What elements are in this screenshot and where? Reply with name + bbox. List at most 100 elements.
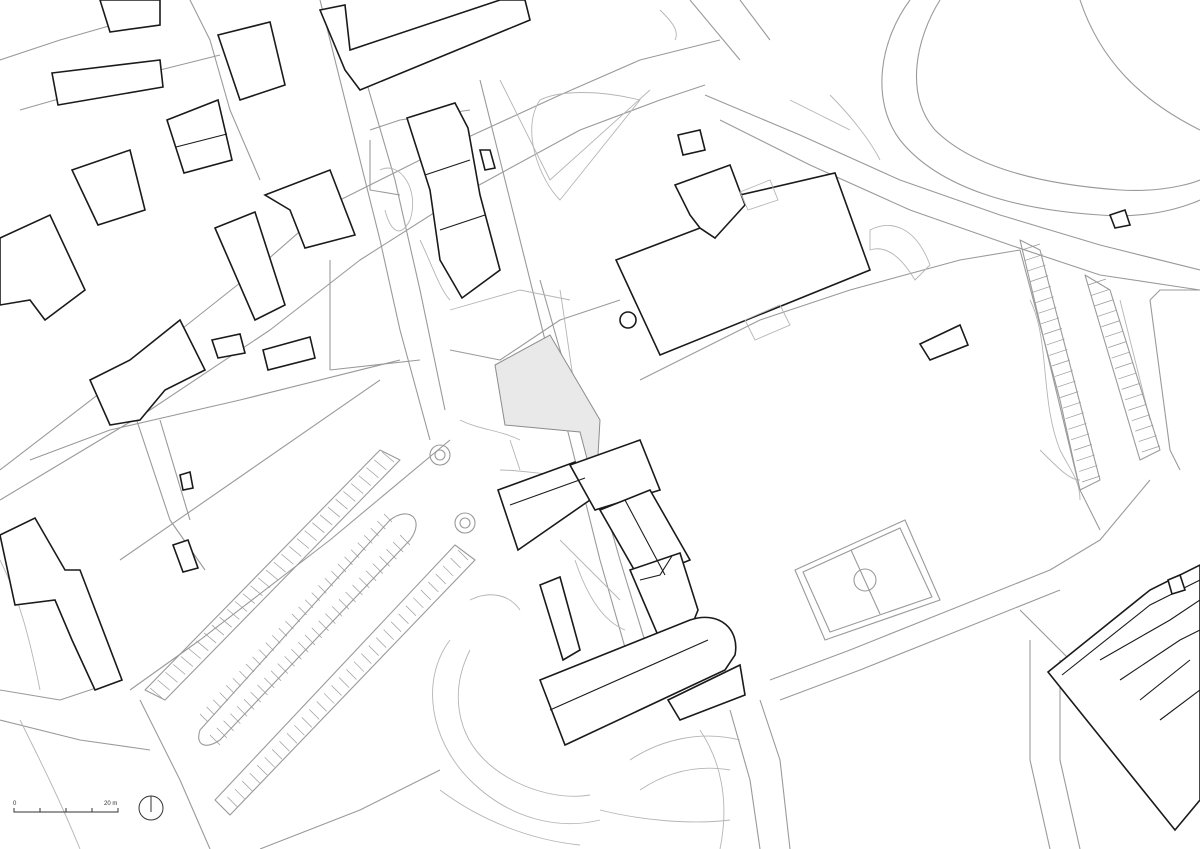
- parking-stall-line: [296, 538, 310, 549]
- parking-stall-line: [353, 661, 365, 672]
- project-site-highlight: [494, 334, 601, 472]
- parking-stall-line: [1040, 317, 1060, 325]
- parking-stall-line: [196, 640, 209, 652]
- parking-stall-line: [304, 599, 314, 608]
- scale-bar: 0 20 m: [13, 801, 119, 813]
- parking-stall-line: [335, 498, 348, 510]
- parking-stall-line: [386, 549, 397, 560]
- parking-stall-line: [1035, 296, 1054, 304]
- parking-stall-line: [390, 621, 402, 632]
- parking-stall-line: [366, 467, 379, 479]
- scale-bar-end-label: 20 m: [104, 801, 117, 807]
- building: [88, 318, 207, 426]
- parking-stall-line: [1021, 243, 1041, 251]
- parking-stall-line: [1076, 454, 1095, 462]
- parking-stall-line: [1030, 275, 1049, 282]
- parking-stall-line: [230, 713, 241, 724]
- parking-stall-line: [304, 634, 316, 646]
- parking-stall-line: [149, 687, 163, 699]
- building: [216, 21, 286, 102]
- parking-stall-line: [234, 601, 248, 612]
- parking-stall-line: [311, 627, 323, 639]
- parking-stall-line: [344, 556, 353, 566]
- parking-stall-line: [350, 549, 360, 558]
- parking-stall-line: [273, 561, 286, 573]
- parking-stall-line: [337, 563, 347, 573]
- parking-stall-line: [291, 649, 302, 660]
- building: [0, 516, 124, 692]
- building: [677, 129, 706, 156]
- parking-stall-line: [1091, 289, 1110, 296]
- parking-stall-line: [1049, 349, 1068, 356]
- parking-stall-line: [234, 788, 246, 800]
- parking-stall-line: [250, 585, 263, 597]
- parking-stall-line: [1114, 362, 1134, 369]
- parking-stall-line: [239, 670, 248, 680]
- parking-stall-line: [242, 780, 253, 792]
- parking-stall-line: [338, 599, 350, 610]
- parking-stall-line: [399, 534, 411, 546]
- parking-stall-line: [227, 796, 238, 808]
- parking-stall-line: [413, 597, 424, 609]
- parking-stall-line: [216, 727, 228, 739]
- parking-stall-line: [1087, 278, 1107, 286]
- building: [1108, 208, 1132, 229]
- parking-stall-line: [345, 591, 356, 603]
- parking-stall-line: [383, 629, 394, 640]
- parking-stall-line: [1104, 330, 1123, 338]
- parking-stall-line: [450, 557, 461, 569]
- parking-stall-line: [1131, 414, 1150, 422]
- parking-stall-line: [271, 748, 283, 760]
- parking-stall-line: [312, 522, 325, 534]
- parking-lots: [144, 449, 476, 816]
- parking-stall-line: [435, 573, 446, 585]
- parking-stall-line: [209, 734, 221, 746]
- parking-stall-line: [219, 616, 232, 628]
- parking-stall-line: [379, 556, 390, 567]
- scale-bar-start-label: 0: [13, 801, 17, 807]
- parking-stall-line: [1118, 372, 1137, 380]
- parking-stall-line: [346, 669, 357, 680]
- building: [171, 538, 200, 573]
- parking-stall-line: [257, 684, 268, 696]
- parking-stall-line: [1121, 383, 1140, 390]
- parking-stall-line: [203, 632, 217, 644]
- buildings: [0, 0, 1200, 832]
- building: [318, 0, 531, 91]
- parking-stall-line: [297, 641, 309, 653]
- parking-stall-line: [264, 756, 275, 768]
- parking-stall-line: [1027, 264, 1046, 272]
- parking-stall-line: [1065, 412, 1084, 420]
- parking-stall-line: [365, 570, 377, 581]
- building: [70, 148, 146, 226]
- parking-stall-line: [357, 542, 366, 551]
- parking-stall-line: [277, 663, 289, 674]
- parking-stall-line: [1111, 351, 1130, 359]
- parking-stall-line: [243, 699, 255, 710]
- parking-stall-line: [242, 593, 256, 604]
- parking-stall-line: [1108, 341, 1127, 348]
- parking-stall-line: [324, 578, 334, 587]
- building: [478, 149, 497, 171]
- sports-field: [794, 519, 941, 641]
- parking-stall-line: [331, 606, 343, 617]
- parking-stall-line: [311, 592, 320, 601]
- parking-stall-line: [232, 678, 242, 687]
- parking-stall-line: [249, 772, 260, 784]
- building: [405, 102, 501, 300]
- parking-stall-line: [309, 709, 320, 720]
- parking-stall-line: [375, 637, 387, 648]
- building: [262, 336, 316, 371]
- parking-stall-line: [392, 541, 404, 553]
- parking-stall-line: [327, 506, 341, 518]
- parking-stall-line: [157, 679, 170, 691]
- parking-stall-line: [316, 701, 327, 712]
- parking-stall-line: [236, 706, 248, 717]
- parking-stall-line: [265, 642, 274, 651]
- parking-stall-line: [364, 535, 373, 544]
- parking-stall-line: [442, 565, 454, 577]
- parking-stall-line: [265, 569, 279, 581]
- parking-stall-line: [286, 733, 298, 744]
- parking-stall-line: [343, 491, 356, 502]
